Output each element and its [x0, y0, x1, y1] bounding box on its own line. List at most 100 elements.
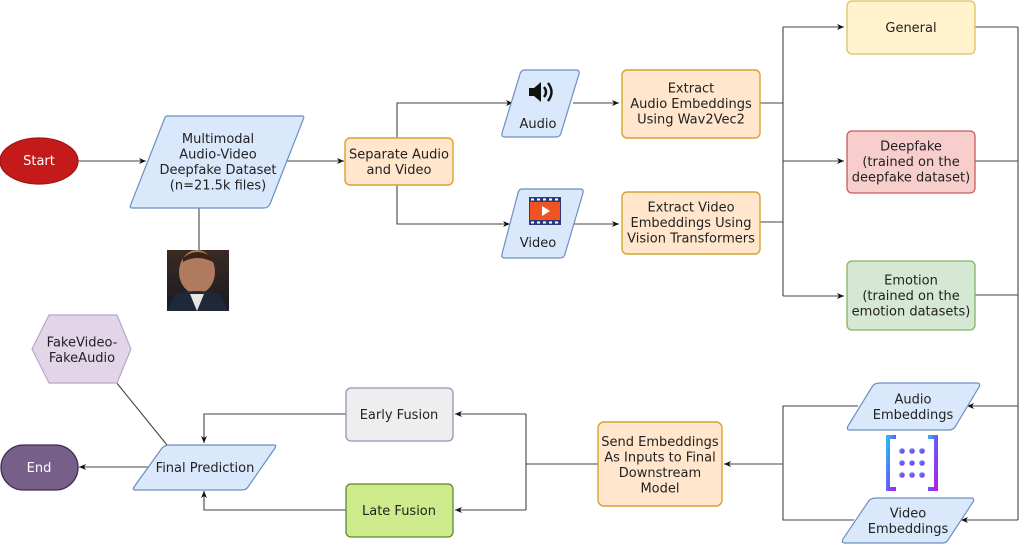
label-line: Video	[520, 236, 556, 251]
label-line: Vision Transformers	[627, 231, 755, 246]
dataset-thumbnail	[167, 250, 229, 311]
label-line: General	[885, 21, 936, 36]
node-fakevideo-fakeaudio[interactable]: FakeVideo-FakeAudio	[31, 314, 132, 384]
label-line: Embeddings	[873, 407, 954, 422]
label-line: (trained on the	[862, 289, 959, 304]
audio-shape	[501, 69, 580, 138]
label-line: Early Fusion	[360, 408, 439, 423]
node-end[interactable]: End	[0, 444, 79, 491]
label-line: Audio	[895, 392, 932, 407]
label-line: Extract	[668, 81, 715, 96]
label-line: Separate Audio	[349, 147, 449, 162]
label-line: (trained on the	[862, 155, 959, 170]
node-start[interactable]: Start	[0, 137, 79, 185]
deepfake-shape	[846, 130, 976, 194]
label-line: Audio	[520, 117, 557, 132]
label-line: Multimodal	[182, 131, 254, 146]
edge-separate-audio	[396, 100, 513, 138]
extract-audio-shape	[621, 69, 761, 139]
dataset-shape	[129, 115, 305, 209]
start-label: Start	[23, 154, 55, 169]
label-line: Audio-Video	[179, 147, 257, 162]
emotion-shape	[846, 260, 976, 331]
label-line: Audio Embeddings	[630, 97, 752, 112]
label-line: Using Wav2Vec2	[637, 112, 745, 127]
early-shape	[345, 387, 454, 442]
label-line: (n=21.5k files)	[170, 178, 266, 193]
video-label: Video	[520, 236, 556, 251]
start-shape	[0, 137, 79, 185]
label-line: Deepfake	[880, 139, 942, 154]
face-thumbnail-hair	[183, 252, 213, 262]
node-late-fusion[interactable]: Late Fusion	[345, 483, 454, 538]
face-thumbnail-collar	[190, 294, 204, 311]
audio-emb-shape	[846, 382, 981, 431]
end-shape	[0, 444, 79, 491]
node-video[interactable]: Video	[501, 188, 584, 259]
general-shape	[846, 0, 976, 55]
edge-emb-bus	[782, 405, 858, 521]
label-line: Extract Video	[647, 200, 734, 215]
node-audio[interactable]: Audio	[501, 69, 580, 138]
node-early-fusion[interactable]: Early Fusion	[345, 387, 454, 442]
label-line: Final Prediction	[156, 461, 255, 476]
label-line: Send Embeddings	[601, 434, 719, 449]
end-label: End	[27, 461, 52, 476]
label-line: Deepfake Dataset	[160, 162, 277, 177]
label-line: Emotion	[884, 273, 938, 288]
label-line: FakeAudio	[49, 350, 115, 365]
label-line: Late Fusion	[362, 504, 436, 519]
edge-fakevideo-final	[115, 381, 168, 446]
label-line: Embeddings	[868, 521, 949, 536]
label-line: Embeddings Using	[630, 216, 751, 231]
label-line: Downstream	[619, 465, 701, 480]
label-line: deepfake dataset)	[852, 170, 970, 185]
label-line: and Video	[366, 162, 431, 177]
node-final-prediction[interactable]: Final Prediction	[132, 444, 277, 491]
fakevideo-label: FakeVideo-FakeAudio	[47, 335, 118, 366]
audio-label: Audio	[520, 117, 557, 132]
label-line: Start	[23, 154, 55, 169]
label-line: Video	[890, 506, 926, 521]
final-label: Final Prediction	[156, 461, 255, 476]
send-shape	[597, 421, 723, 507]
late-shape	[345, 483, 454, 538]
separate-shape	[344, 137, 454, 186]
edges	[78, 24, 1019, 523]
label-line: As Inputs to Final	[604, 450, 716, 465]
video-emb-shape	[841, 497, 975, 544]
label-line: End	[27, 461, 52, 476]
film-play-icon	[529, 197, 561, 225]
general-label: General	[885, 21, 936, 36]
label-line: emotion datasets)	[852, 304, 971, 319]
label-line: Model	[640, 481, 679, 496]
extract-video-shape	[621, 191, 761, 255]
edge-late-final	[201, 491, 346, 511]
early-label: Early Fusion	[360, 408, 439, 423]
late-label: Late Fusion	[362, 504, 436, 519]
edge-early-final	[201, 413, 346, 443]
speaker-icon	[529, 82, 553, 102]
node-general[interactable]: General	[846, 0, 976, 55]
embedding-matrix-icon	[886, 435, 938, 491]
fakevideo-shape	[31, 314, 132, 384]
label-line: FakeVideo-	[47, 335, 118, 350]
